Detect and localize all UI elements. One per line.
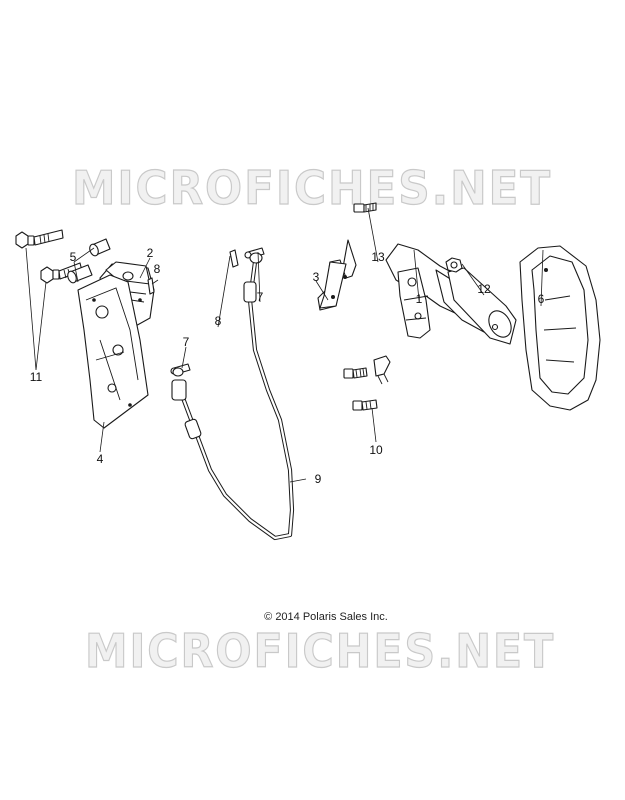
part-5-sleeves xyxy=(67,238,111,284)
callout-9: 9 xyxy=(315,472,322,486)
part-3-bracket xyxy=(317,239,357,311)
callout-5: 5 xyxy=(70,250,77,264)
callout-2: 2 xyxy=(147,246,154,260)
callout-10: 10 xyxy=(369,443,383,457)
leader-lines xyxy=(25,207,544,483)
callout-11: 11 xyxy=(30,370,43,384)
callouts: 2 5 11 4 8 7 8 7 9 3 13 1 12 6 10 xyxy=(30,246,545,486)
callout-8-right: 8 xyxy=(215,314,222,328)
callout-6: 6 xyxy=(538,292,545,306)
watermark-bottom: MICROFICHES.NET xyxy=(85,624,555,678)
callout-7-left: 7 xyxy=(183,335,190,349)
part-9-cable xyxy=(171,252,295,541)
part-10-bolts xyxy=(343,355,391,411)
part-4-plate xyxy=(77,274,149,429)
callout-4: 4 xyxy=(97,452,104,466)
copyright-text: © 2014 Polaris Sales Inc. xyxy=(264,611,388,623)
part-1-lever xyxy=(385,243,517,345)
callout-3: 3 xyxy=(313,270,320,284)
callout-7-right: 7 xyxy=(257,290,264,304)
callout-1: 1 xyxy=(416,292,423,306)
part-8-clips xyxy=(147,249,239,295)
callout-8-left: 8 xyxy=(154,262,161,276)
part-12-nut xyxy=(445,257,463,273)
callout-12: 12 xyxy=(477,282,491,296)
watermark-top: MICROFICHES.NET xyxy=(72,161,552,215)
callout-13: 13 xyxy=(371,250,385,264)
part-6-cover xyxy=(519,245,601,411)
part-13-bolt xyxy=(353,202,377,213)
